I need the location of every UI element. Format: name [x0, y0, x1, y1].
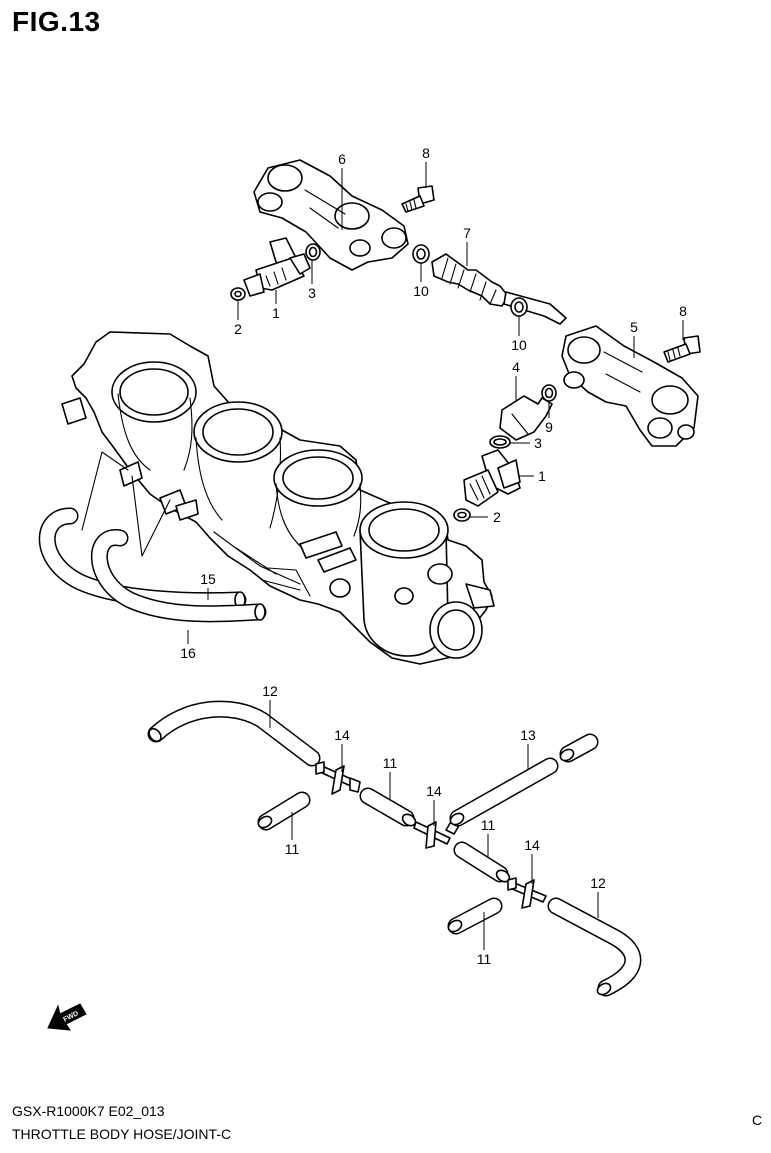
model-code: GSX-R1000K7 E02_013: [12, 1103, 165, 1119]
callout-1-right: 1: [538, 468, 546, 484]
callout-10-upper: 10: [413, 283, 429, 299]
fuel-injector-1-right: [463, 449, 521, 507]
leader-lines: [187, 162, 684, 950]
callout-7: 7: [463, 225, 471, 241]
callout-14-c: 14: [524, 837, 540, 853]
throttle-body-assembly: [61, 331, 495, 665]
hose-12-left: [147, 700, 321, 767]
callout-3-upper: 3: [308, 285, 316, 301]
callout-6: 6: [338, 151, 346, 167]
callout-5: 5: [630, 319, 638, 335]
callout-9: 9: [545, 419, 553, 435]
callout-12-right: 12: [590, 875, 606, 891]
hose-11-c: [453, 841, 511, 883]
joint-14-b: [413, 819, 461, 849]
hose-11-d: [447, 897, 503, 935]
hose-16: [91, 529, 267, 623]
fwd-arrow-icon: FWD: [47, 1003, 87, 1031]
o-ring-10-lower: [510, 297, 528, 317]
callout-8-upper: 8: [422, 145, 430, 161]
callout-4: 4: [512, 359, 520, 375]
callout-8-right: 8: [679, 303, 687, 319]
o-ring-3-right: [489, 435, 511, 449]
hose-11-b: [257, 791, 311, 831]
joint-14-c: [507, 877, 547, 909]
joint-14-a: [315, 761, 361, 795]
callout-2-right: 2: [493, 509, 501, 525]
hose-12-right: [547, 897, 642, 997]
callout-2-upper: 2: [234, 321, 242, 337]
fuel-joint-pipe-7: [431, 253, 567, 325]
callout-13: 13: [520, 727, 536, 743]
callout-1-upper: 1: [272, 305, 280, 321]
fuel-injector-1-upper: [243, 237, 311, 297]
screw-8-upper: [401, 185, 435, 213]
callout-10-lower: 10: [511, 337, 527, 353]
figure-title: FIG.13: [12, 6, 101, 37]
callout-11-c: 11: [481, 817, 496, 833]
screw-8-right: [663, 335, 701, 363]
callout-3-right: 3: [534, 435, 542, 451]
cushion-2-upper: [230, 287, 246, 301]
hose-13: [449, 757, 559, 827]
edge-mark: C: [752, 1112, 763, 1128]
fuel-delivery-pipe-upper: [253, 159, 409, 271]
callout-16: 16: [180, 645, 196, 661]
diagram-title: THROTTLE BODY HOSE/JOINT-C: [12, 1126, 232, 1142]
callout-14-a: 14: [334, 727, 350, 743]
callout-labels: 6 8 7 10 10 3 1 2 5 8 4 9 3 1 2 15 16 12…: [180, 145, 687, 967]
callout-14-b: 14: [426, 783, 442, 799]
callout-11-b: 11: [285, 841, 300, 857]
cushion-2-right: [453, 508, 471, 522]
fuel-delivery-pipe-right: [561, 325, 699, 447]
callout-15: 15: [200, 571, 216, 587]
o-ring-9: [541, 384, 557, 402]
callout-11-a: 11: [383, 755, 398, 771]
o-ring-10-upper: [412, 244, 430, 264]
o-ring-3-upper: [305, 243, 321, 261]
hose-15: [38, 507, 247, 610]
hose-11-a: [359, 787, 417, 827]
callout-11-d: 11: [477, 951, 492, 967]
callout-12-left: 12: [262, 683, 278, 699]
hose-13-short: [559, 733, 599, 763]
